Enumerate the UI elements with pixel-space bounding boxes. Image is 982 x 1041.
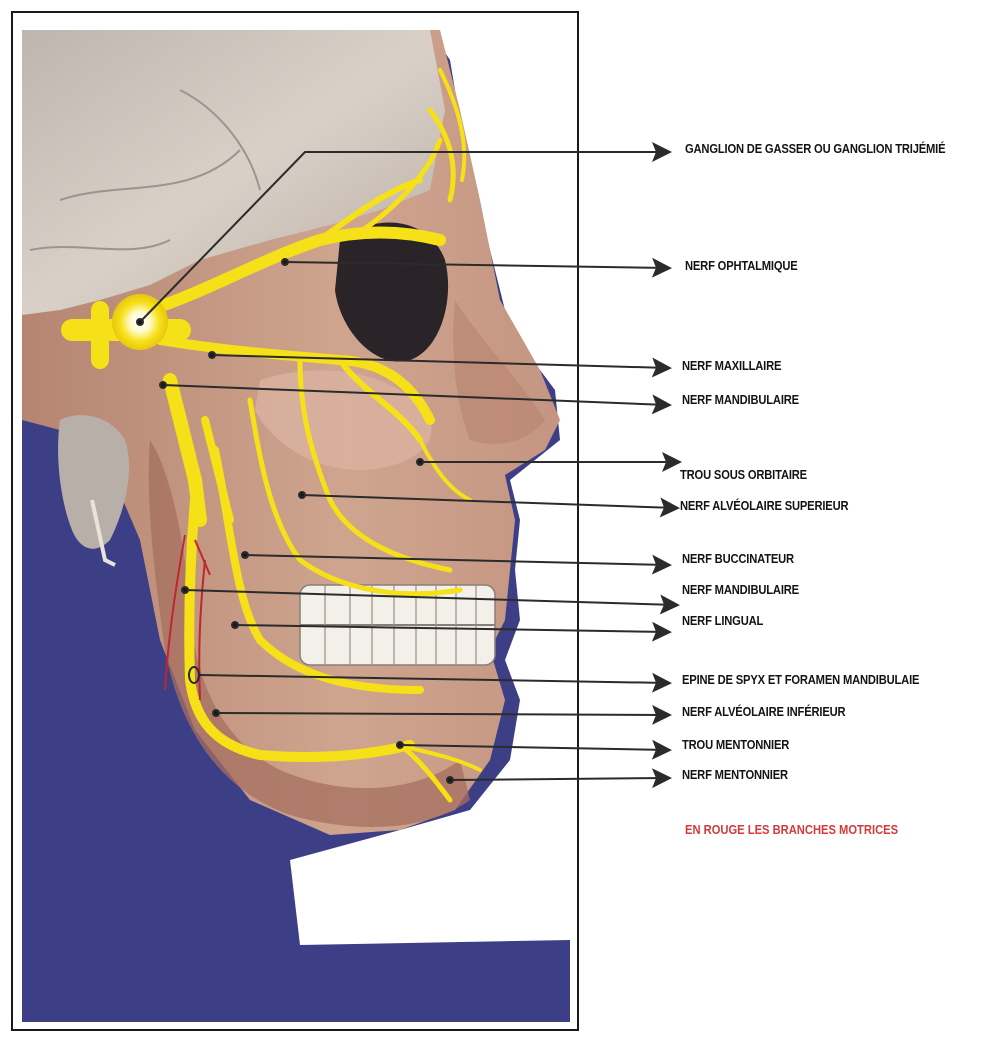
label-epine-de-spyx: EPINE DE SPYX ET FORAMEN MANDIBULAIE: [682, 672, 919, 687]
label-nerf-mentonnier: NERF MENTONNIER: [682, 767, 788, 782]
label-nerf-mandibulaire-upper: NERF MANDIBULAIRE: [682, 392, 799, 407]
label-nerf-ophtalmique: NERF OPHTALMIQUE: [685, 258, 798, 273]
label-nerf-alveolaire-inferieur: NERF ALVÉOLAIRE INFÉRIEUR: [682, 704, 845, 719]
label-ganglion-de-gasser: GANGLION DE GASSER OU GANGLION TRIJÉMIÉ: [685, 141, 945, 156]
motor-branches-note: EN ROUGE LES BRANCHES MOTRICES: [685, 822, 898, 837]
label-nerf-mandibulaire-lower: NERF MANDIBULAIRE: [682, 582, 799, 597]
label-nerf-alveolaire-superieur: NERF ALVÉOLAIRE SUPERIEUR: [680, 498, 848, 513]
label-trou-mentonnier: TROU MENTONNIER: [682, 737, 789, 752]
label-nerf-lingual: NERF LINGUAL: [682, 613, 763, 628]
label-trou-sous-orbitaire: TROU SOUS ORBITAIRE: [680, 467, 807, 482]
label-nerf-buccinateur: NERF BUCCINATEUR: [682, 551, 794, 566]
label-nerf-maxillaire: NERF MAXILLAIRE: [682, 358, 781, 373]
